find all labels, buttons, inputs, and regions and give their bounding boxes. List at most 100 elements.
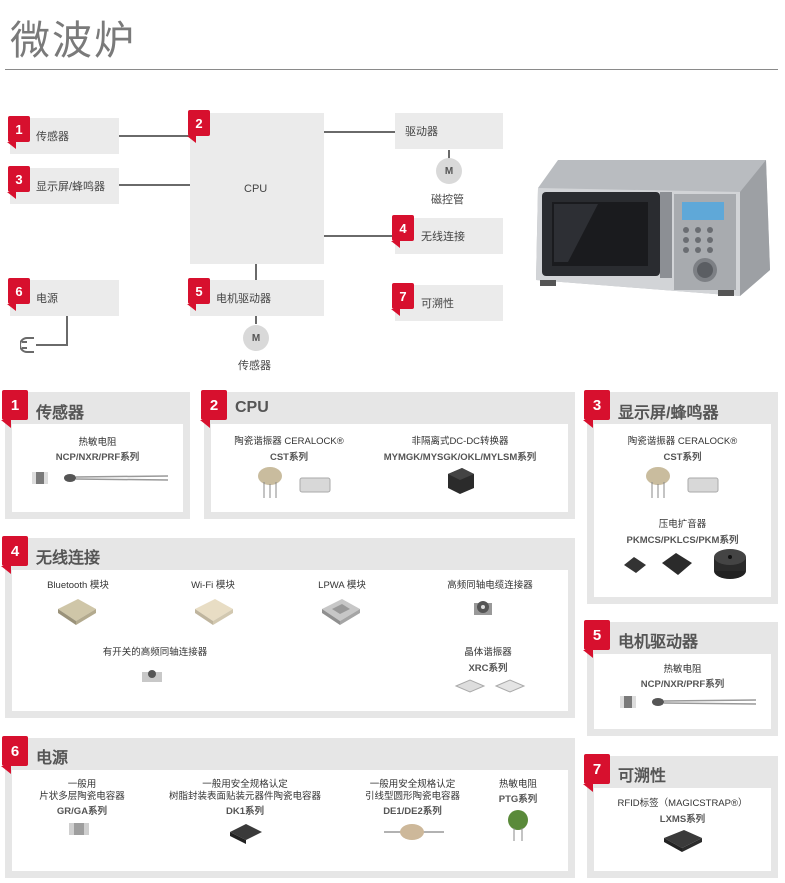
panel-inner	[12, 770, 568, 871]
power-cord-line	[66, 315, 68, 345]
panel-badge: 3	[583, 390, 610, 428]
panel-title: 显示屏/蜂鸣器	[618, 405, 719, 422]
item-name: 片状多层陶瓷电容器	[39, 791, 125, 802]
rfid-tag-image	[664, 830, 702, 852]
item-name: 引线型圆形陶瓷电容器	[364, 791, 460, 802]
driver-block: 驱动器	[395, 113, 503, 149]
item-series: NCP/NXR/PRF系列	[55, 452, 140, 463]
item-name: RFID标签（MAGICSTRAP®）	[617, 798, 748, 809]
page-title: 微波炉	[10, 18, 136, 64]
cpu-block-label: CPU	[244, 182, 268, 195]
motor-driver-block-label: 电机驱动器	[216, 293, 271, 305]
thermistor-image	[32, 472, 169, 484]
magnetron-label: 磁控管	[431, 194, 464, 206]
badge-3: 3	[7, 166, 30, 199]
item-series: CST系列	[269, 452, 308, 463]
item-series: CST系列	[663, 452, 702, 463]
item-series: LXMS系列	[659, 814, 706, 825]
panel-badge: 1	[1, 390, 28, 428]
panel-title: 无线连接	[36, 550, 101, 567]
item-series: XRC系列	[468, 663, 508, 674]
item-name: LPWA 模块	[318, 580, 366, 591]
badge-1: 1	[7, 116, 30, 149]
item-series: PKMCS/PKLCS/PKM系列	[626, 535, 739, 546]
connector-line	[255, 316, 257, 324]
item-name: 树脂封装表面贴装元器件陶瓷电容器	[168, 791, 321, 802]
panel-inner	[594, 654, 771, 729]
item-name: 陶瓷谐振器 CERALOCK®	[234, 436, 344, 447]
cpu-block: CPU	[190, 113, 324, 264]
item-name: 一般用	[67, 779, 97, 790]
plug-icon	[20, 337, 34, 353]
resonator-image	[258, 467, 331, 498]
panel-badge: 4	[1, 536, 28, 574]
ptc-thermistor-image	[508, 810, 528, 841]
title-divider	[5, 69, 778, 70]
motor-icon: M	[243, 325, 269, 351]
microwave-image	[536, 160, 770, 296]
motor-driver-block: 电机驱动器	[190, 280, 324, 316]
connector-line	[448, 150, 450, 160]
panel-badge: 5	[583, 620, 610, 658]
item-name: 热敏电阻	[78, 437, 117, 448]
lpwa-module-image	[322, 599, 360, 625]
power-block-label: 电源	[36, 293, 58, 305]
connector-line	[118, 135, 190, 137]
item-name: 晶体谐振器	[464, 647, 512, 658]
badge-7: 7	[391, 283, 414, 316]
item-series: DK1系列	[225, 806, 264, 817]
panel-inner	[12, 424, 183, 512]
motor-icon: M	[436, 158, 462, 184]
item-name: 一般用安全规格认定	[369, 779, 456, 790]
item-name: 热敏电阻	[498, 779, 537, 790]
badge-6: 6	[7, 278, 30, 311]
item-name: 非隔离式DC-DC转换器	[411, 436, 509, 447]
badge-4: 4	[391, 215, 414, 248]
item-name: Bluetooth 模块	[47, 580, 109, 591]
crystal-resonator-image	[454, 679, 526, 693]
speaker-image	[624, 549, 746, 579]
resonator-image	[646, 467, 719, 498]
panel-inner	[594, 788, 771, 871]
driver-block-label: 驱动器	[405, 126, 438, 138]
item-name: 有开关的高频同轴连接器	[102, 647, 208, 658]
thermistor-image	[620, 696, 757, 708]
item-series: PTG系列	[498, 794, 538, 805]
dk1-capacitor-image	[230, 824, 262, 844]
item-name: Wi-Fi 模块	[191, 580, 235, 591]
item-name: 热敏电阻	[663, 664, 702, 675]
panel-badge: 7	[583, 754, 610, 792]
item-name: 压电扩音器	[658, 519, 707, 530]
connector-line	[118, 184, 190, 186]
wireless-block-label: 无线连接	[421, 231, 465, 243]
de-capacitor-image	[384, 824, 444, 840]
display-block-label: 显示屏/蜂鸣器	[36, 181, 106, 193]
connector-line	[323, 131, 395, 133]
item-name: 一般用安全规格认定	[202, 779, 288, 790]
coax-connector-image	[474, 601, 492, 615]
item-name: 高频同轴电缆连接器	[447, 580, 533, 591]
connector-line	[323, 235, 395, 237]
wifi-module-image	[195, 599, 233, 625]
badge-5: 5	[187, 278, 210, 311]
connector-line	[255, 264, 257, 280]
item-series: MYMGK/MYSGK/OKL/MYLSM系列	[383, 452, 537, 463]
bluetooth-module-image	[58, 599, 96, 625]
display-block: 显示屏/蜂鸣器	[10, 168, 119, 204]
panel-badge: 6	[1, 736, 28, 774]
item-name: 陶瓷谐振器 CERALOCK®	[627, 436, 738, 447]
panel-title: 电源	[36, 750, 69, 767]
panel-title: 可溯性	[618, 768, 667, 785]
badge-2: 2	[187, 110, 210, 143]
panel-title: 电机驱动器	[618, 634, 699, 651]
panel-badge: 2	[200, 390, 227, 428]
mlcc-image	[69, 823, 89, 835]
power-cord-line	[36, 344, 68, 346]
switch-connector-image	[142, 670, 162, 682]
sensor-block-label: 传感器	[36, 131, 69, 143]
panel-title: CPU	[235, 399, 269, 416]
item-series: GR/GA系列	[56, 806, 108, 817]
traceability-block-label: 可溯性	[421, 298, 454, 310]
dcdc-converter-image	[448, 468, 474, 494]
motor-sensor-label: 传感器	[238, 360, 271, 372]
